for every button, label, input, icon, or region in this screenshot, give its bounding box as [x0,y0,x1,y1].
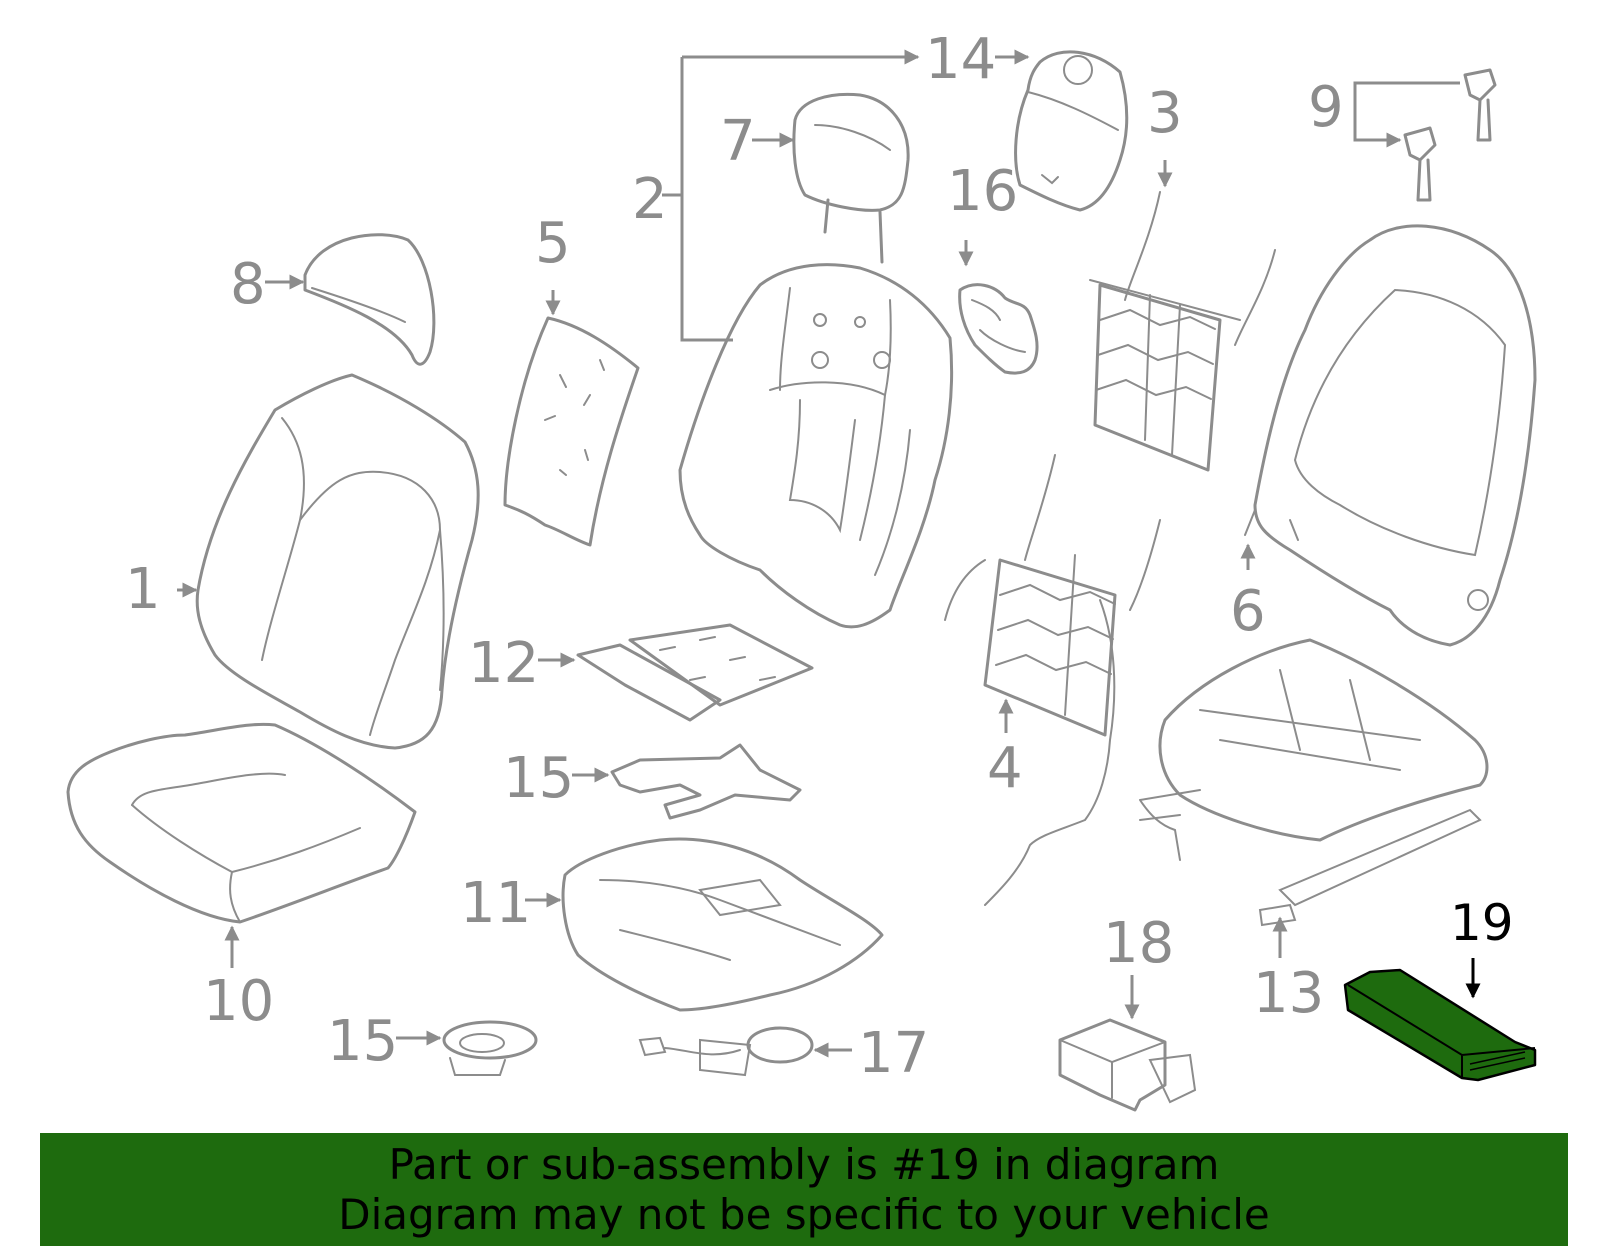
part-6-seat-back-frame [1244,224,1537,647]
banner-line-2: Diagram may not be specific to your vehi… [338,1189,1270,1239]
callout-2: 2 [632,167,668,232]
callout-17: 17 [858,1021,929,1086]
callout-7: 7 [720,109,756,174]
part-17-harness [638,1026,814,1077]
part-19-highlighted[interactable] [1343,968,1537,1082]
callout-10: 10 [203,969,274,1034]
part-18-module [1058,1018,1197,1112]
part-info-banner: Part or sub-assembly is #19 in diagram D… [40,1133,1568,1246]
part-14-back-panel [1014,50,1129,212]
callout-5: 5 [535,211,571,276]
callout-3: 3 [1147,81,1183,146]
part-1-seat-back-cover [195,373,480,750]
part-15-upper-sensor-mat [610,743,802,820]
part-7-headrest [792,92,910,264]
callout-4: 4 [987,736,1023,801]
callout-labels: 1 2 3 4 5 6 7 8 9 10 11 12 13 14 15 15 1… [125,27,1514,1086]
part-4-lumbar-support-lower [944,454,1161,906]
part-5-back-pad [503,316,640,547]
callout-13: 13 [1253,961,1324,1026]
callout-8: 8 [230,252,266,317]
callout-16: 16 [947,159,1018,224]
callout-14: 14 [925,27,996,92]
banner-line-1: Part or sub-assembly is #19 in diagram [388,1139,1220,1189]
callout-15b: 15 [327,1009,398,1074]
callout-9: 9 [1308,75,1344,140]
callout-18: 18 [1103,911,1174,976]
part-13-seat-track [1139,638,1489,927]
callout-6: 6 [1230,579,1266,644]
part-9-bolts [1403,68,1497,202]
leader-lines [177,57,1481,1058]
part-10-cushion-cover [66,722,417,924]
callout-15a: 15 [503,746,574,811]
part-2-seat-back-assembly [678,263,954,629]
callout-12: 12 [468,631,539,696]
callout-19: 19 [1450,894,1514,952]
part-15-lower-sensor [442,1020,538,1076]
part-3-lumbar-support [1089,191,1276,472]
part-8-headrest [303,233,436,366]
part-12-heating-pads [576,623,814,722]
callout-11: 11 [460,871,531,936]
part-11-cushion-pad [561,837,884,1012]
part-16-lumbar-motor [958,283,1039,375]
callout-1: 1 [125,557,161,622]
